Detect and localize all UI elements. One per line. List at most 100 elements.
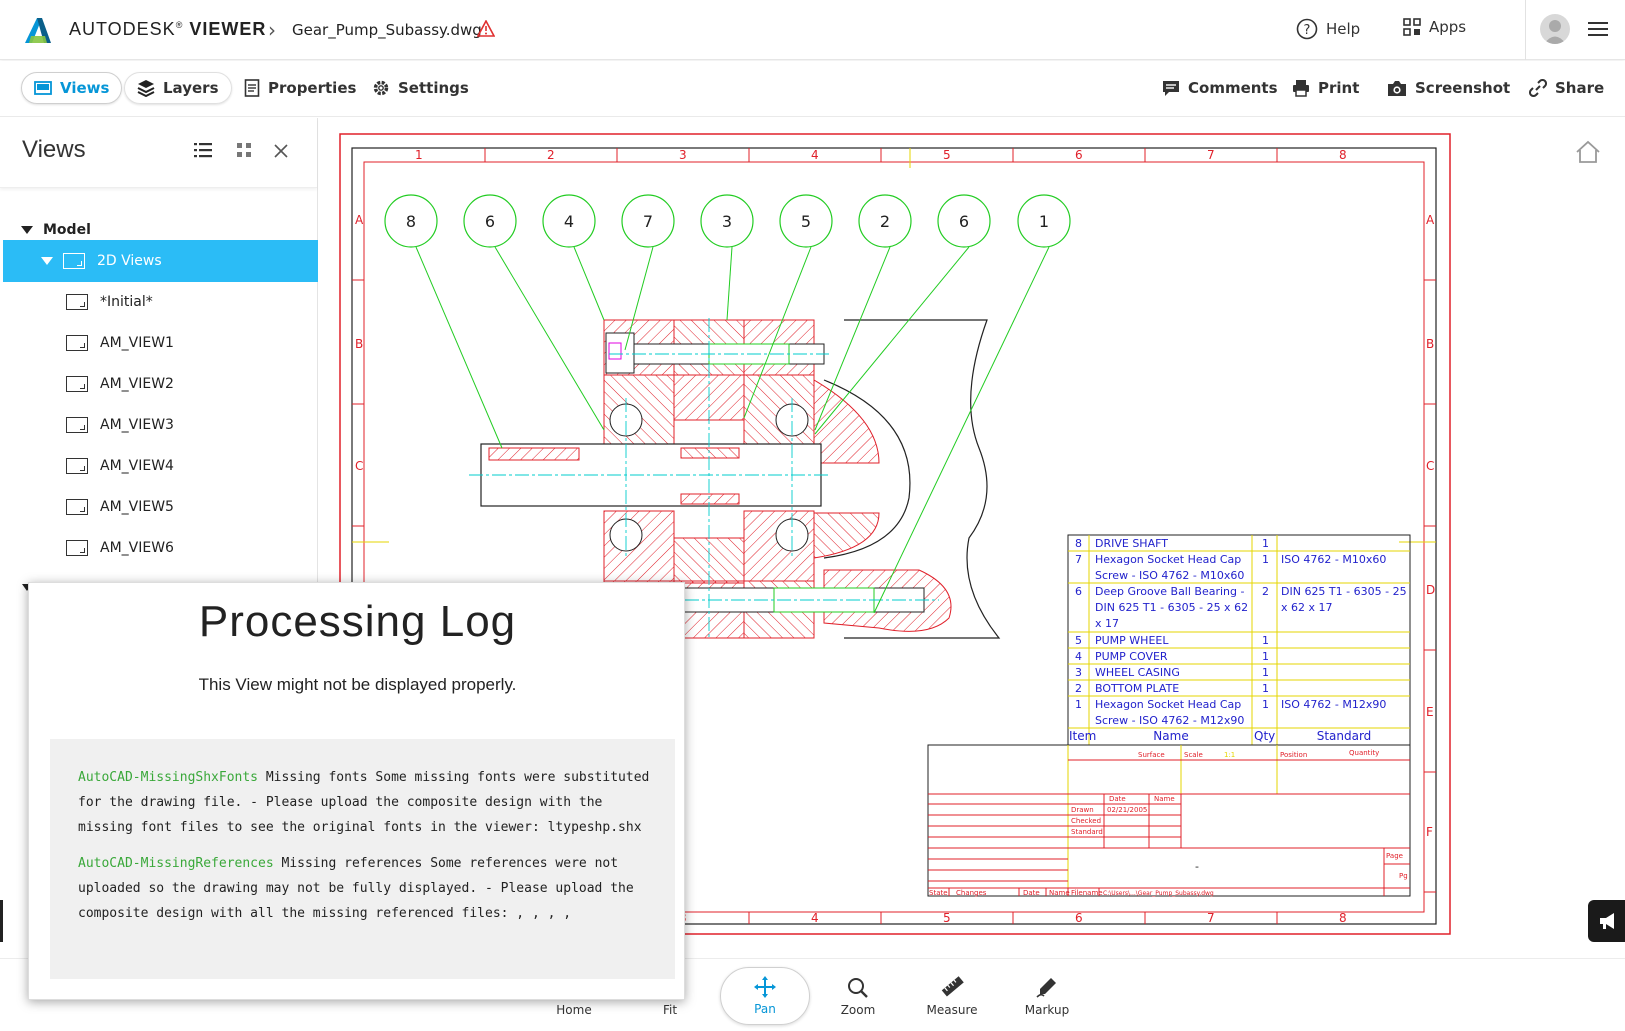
bom-std: ISO 4762 - M12x90 [1281,698,1386,711]
layers-tab[interactable]: Layers [124,72,232,104]
zoom-button[interactable]: Zoom [813,967,903,1025]
share-button[interactable]: Share [1517,72,1616,104]
camera-icon [1388,80,1406,96]
bom-name: PUMP WHEEL [1095,634,1169,647]
print-button[interactable]: Print [1280,72,1371,104]
balloon [621,194,675,248]
comments-button[interactable]: Comments [1150,72,1290,104]
menu-icon[interactable] [1588,20,1608,38]
warning-icon[interactable] [477,20,495,37]
breadcrumb-separator-icon: › [268,18,276,42]
tb-filename: Filename [1071,889,1103,897]
balloon [779,194,833,248]
bom-header-qty: Qty [1254,729,1275,743]
frame-col-label: 5 [943,911,951,925]
tree-label: 2D Views [97,253,162,269]
bom-std: x 62 x 17 [1281,601,1333,614]
drawing-canvas[interactable]: 1122334455667788AABBCCDDEEFF [319,118,1625,948]
bom-qty: 1 [1262,553,1269,566]
list-view-icon[interactable] [194,142,212,158]
bom-name: Deep Groove Ball Bearing - [1095,585,1245,598]
frame-row-label: C [1426,459,1434,473]
tree-item-am-view1[interactable]: AM_VIEW1 [3,322,318,364]
close-icon[interactable] [274,144,288,158]
grid-view-icon[interactable] [236,142,252,158]
pan-button[interactable]: Pan [720,967,810,1025]
leader-line [726,246,733,321]
tree-item-am-view4[interactable]: AM_VIEW4 [3,445,318,487]
frame-col-label: 7 [1207,911,1215,925]
bom-qty: 1 [1262,537,1269,550]
properties-icon [244,79,260,97]
comment-icon [1163,81,1179,96]
leader-line [873,246,1050,614]
apps-button[interactable]: Apps [1403,18,1466,36]
tree-label: Model [43,222,91,238]
tree-label: AM_VIEW4 [100,458,174,474]
tree-item-am-view3[interactable]: AM_VIEW3 [3,404,318,446]
dialog-title: Processing Log [198,597,517,646]
caret-down-icon[interactable] [21,226,33,234]
megaphone-icon [1600,913,1614,929]
avatar[interactable] [1540,14,1570,44]
settings-tab[interactable]: Settings [360,72,481,104]
tree-item-am-view2[interactable]: AM_VIEW2 [3,363,318,405]
tree-model[interactable]: Model [3,209,318,251]
properties-tab[interactable]: Properties [232,72,368,104]
settings-label: Settings [398,79,469,97]
balloon-number: 8 [406,212,416,231]
balloon-number: 5 [801,212,811,231]
caret-down-icon[interactable] [22,584,32,591]
bom-qty: 1 [1262,698,1269,711]
divider [1525,0,1526,60]
markup-label: Markup [1024,1003,1070,1017]
views-tab[interactable]: Views [21,72,123,104]
tb-pg: Pg [1399,872,1408,880]
brand-title: AUTODESK® VIEWER [69,19,267,39]
feedback-button[interactable] [1588,900,1625,942]
tree-label: AM_VIEW5 [100,499,174,515]
tb-checked: Checked [1071,817,1101,825]
tb-date: Date [1109,795,1126,803]
layers-label: Layers [163,79,219,97]
edge-tab[interactable] [0,900,3,942]
view-icon [66,335,88,351]
measure-button[interactable]: Measure [907,967,997,1025]
tb-changes: Changes [956,889,987,897]
home-button[interactable]: Home [529,967,619,1025]
tree-item-am-view5[interactable]: AM_VIEW5 [3,486,318,528]
frame-row-label: A [355,213,364,227]
tb-date2: Date [1023,889,1040,897]
home-view-icon[interactable] [1575,140,1601,164]
log-code: AutoCAD-MissingReferences [78,856,274,871]
tree-item-initial[interactable]: *Initial* [3,281,318,323]
fit-button[interactable]: Fit [625,967,715,1025]
help-label: Help [1326,20,1361,38]
screenshot-button[interactable]: Screenshot [1375,72,1522,104]
view-icon [66,540,88,556]
balloon-number: 3 [722,212,732,231]
pan-icon [754,976,776,998]
magnifier-icon [848,978,868,998]
pen-icon [1036,978,1056,998]
bom-qty: 1 [1262,634,1269,647]
markup-button[interactable]: Markup [1002,967,1092,1025]
log-text: Missing fonts Some missing fonts were su… [78,770,650,835]
file-name[interactable]: Gear_Pump_Subassy.dwg [292,21,482,39]
balloon [700,194,754,248]
ruler-icon [941,976,964,997]
tb-scale-val: 1:1 [1224,751,1235,759]
tree-item-2d-views[interactable]: 2D Views [3,240,318,282]
measure-label: Measure [926,1003,978,1017]
help-button[interactable]: ? Help [1296,18,1360,40]
tb-name2: Name [1049,889,1070,897]
caret-down-icon[interactable] [41,257,53,265]
tb-standard: Standard [1071,828,1103,836]
tree-item-am-view6[interactable]: AM_VIEW6 [3,527,318,569]
drawing-svg[interactable]: 1122334455667788AABBCCDDEEFF [319,118,1625,948]
panel-title: Views [22,136,86,163]
bom-item: 7 [1075,553,1082,566]
screenshot-label: Screenshot [1415,79,1511,97]
balloon-number: 2 [880,212,890,231]
